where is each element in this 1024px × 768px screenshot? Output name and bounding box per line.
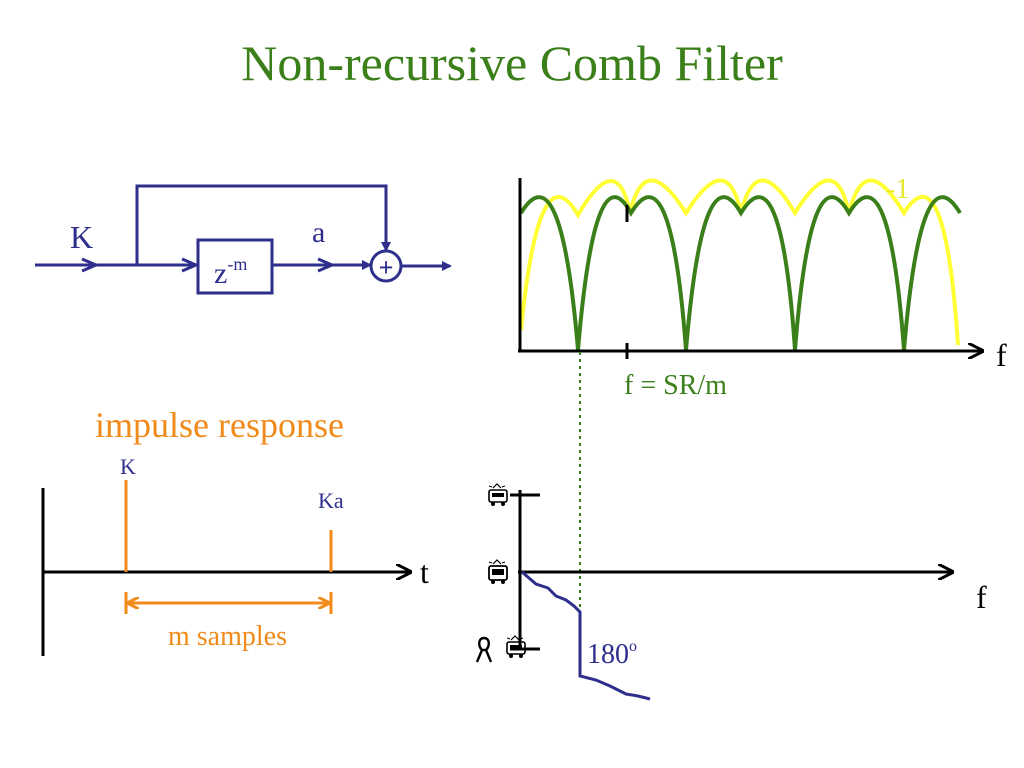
delay-base: z (214, 257, 227, 290)
green-response-curve (519, 195, 962, 351)
phase-degree-value: 180 (587, 639, 629, 670)
phase-degree-label: 180o (587, 638, 637, 670)
fire-truck-icon (506, 635, 526, 658)
magnitude-axis-label: f (996, 337, 1007, 373)
input-label: K (70, 219, 93, 255)
feedforward-path (135, 184, 391, 265)
block-diagram (35, 184, 452, 295)
gain-arrowhead (317, 257, 336, 273)
delay-arrowhead (181, 257, 200, 273)
fire-truck-icon (488, 559, 508, 584)
impulse-second-label: Ka (318, 488, 344, 513)
ribbon-icon (475, 636, 493, 663)
input-arrowhead (81, 257, 100, 273)
magnitude-plot (518, 178, 982, 359)
magnitude-tick-label: f = SR/m (624, 370, 727, 401)
span-label: m samples (168, 621, 287, 652)
time-axis-label: t (420, 554, 429, 590)
phase-axis-label: f (976, 579, 987, 615)
impulse-first-label: K (120, 454, 136, 479)
delay-exponent: -m (227, 254, 247, 274)
impulse-heading: impulse response (95, 405, 344, 445)
neg-one-label: -1 (886, 174, 909, 205)
fire-truck-icon (488, 483, 508, 506)
adder-symbol: + (379, 253, 394, 282)
phase-plot (510, 490, 952, 701)
phase-curve (521, 570, 651, 701)
gain-label: a (312, 216, 325, 249)
impulse-plot (41, 480, 410, 656)
phase-degree-superscript: o (629, 638, 637, 655)
slide-title: Non-recursive Comb Filter (241, 35, 783, 91)
delay-label: z-m (214, 254, 247, 290)
